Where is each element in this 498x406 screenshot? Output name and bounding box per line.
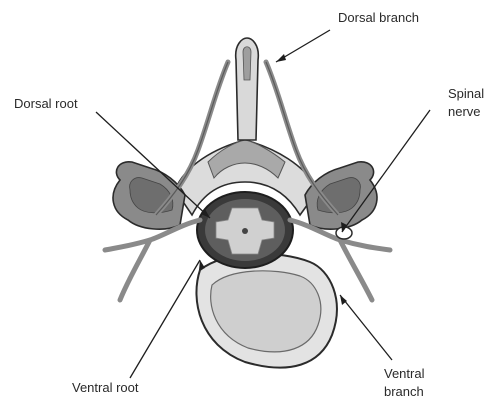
spinal-cord (197, 192, 293, 268)
label-ventral-root: Ventral root (72, 380, 139, 395)
label-spinal-nerve-line1: Spinal (448, 86, 484, 101)
spinous-process (236, 38, 259, 140)
label-ventral-branch-line1: Ventral (384, 366, 425, 381)
label-spinal-nerve-line2: nerve (448, 104, 481, 119)
leader-ventral-root (130, 260, 200, 378)
vertebral-body (196, 254, 336, 368)
central-canal (242, 228, 248, 234)
label-dorsal-root: Dorsal root (14, 96, 78, 111)
transverse-process-right (305, 162, 377, 229)
leader-ventral-branch (340, 295, 392, 360)
label-ventral-branch-line2: branch (384, 384, 424, 399)
ventral-branch-right (340, 240, 372, 300)
label-dorsal-branch: Dorsal branch (338, 10, 419, 25)
ventral-branch-left (120, 240, 150, 300)
